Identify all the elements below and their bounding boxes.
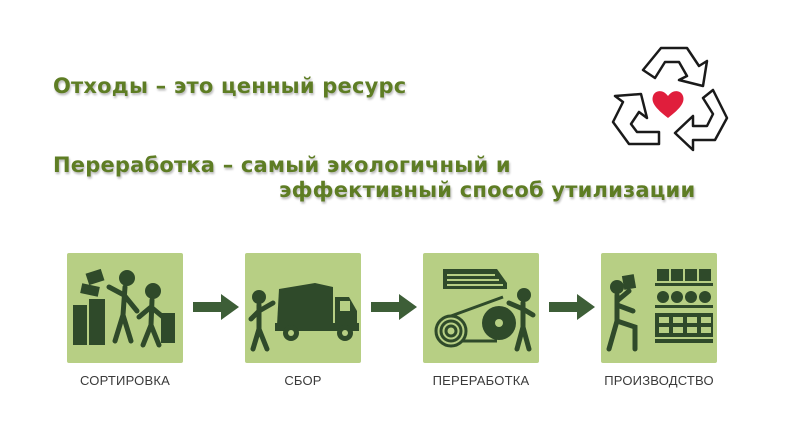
processing-machine-icon xyxy=(434,269,536,352)
sorting-people-bins-icon xyxy=(73,268,175,348)
heart-icon xyxy=(652,91,684,118)
arrow-right-icon xyxy=(193,294,239,320)
headline-recycling-line-1: Переработка – самый экологичный и xyxy=(53,153,511,177)
step-production-tile xyxy=(601,253,717,363)
headline-valuable-resource: Отходы – это ценный ресурс xyxy=(53,74,407,98)
step-sorting-tile xyxy=(67,253,183,363)
recycling-heart-logo xyxy=(603,40,733,160)
production-shelves-icon xyxy=(606,269,713,352)
recycling-symbol-icon xyxy=(611,46,729,152)
step-label-sorting: СОРТИРОВКА xyxy=(80,373,170,388)
headline-recycling-line-2: эффективный способ утилизации xyxy=(279,178,696,202)
step-label-production: ПРОИЗВОДСТВО xyxy=(604,373,714,388)
step-label-processing: ПЕРЕРАБОТКА xyxy=(432,373,530,388)
step-processing-tile xyxy=(423,253,539,363)
garbage-truck-icon xyxy=(248,283,359,352)
step-collection-tile xyxy=(245,253,361,363)
arrow-right-icon xyxy=(549,294,595,320)
arrow-right-icon xyxy=(371,294,417,320)
step-label-collection: СБОР xyxy=(284,373,322,388)
